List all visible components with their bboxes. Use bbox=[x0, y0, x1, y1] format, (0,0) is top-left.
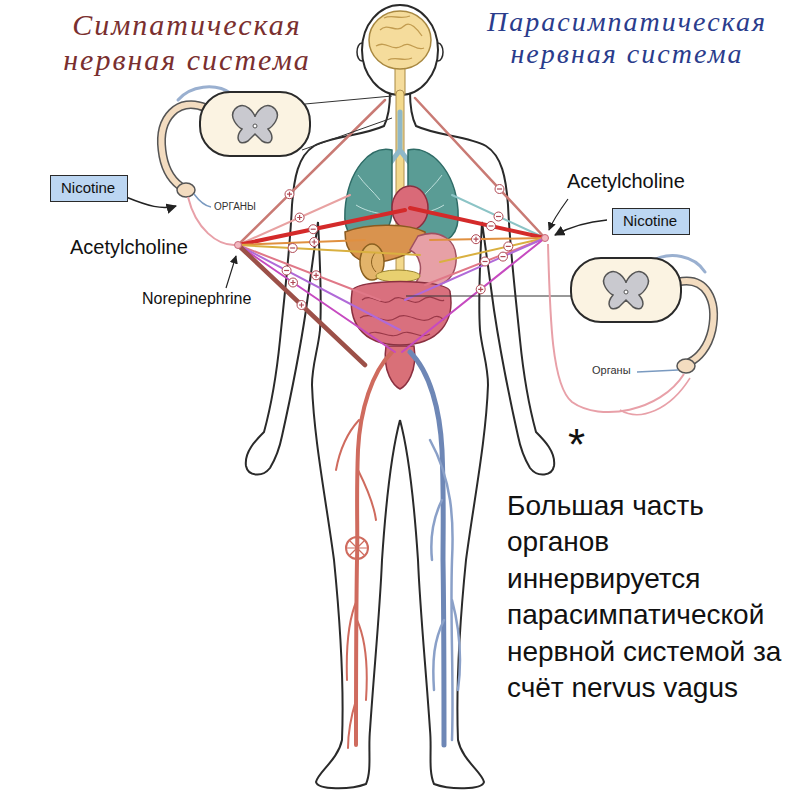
nerve-line bbox=[452, 195, 545, 238]
pancreas bbox=[376, 270, 420, 282]
parasympathetic-nerves bbox=[402, 98, 545, 352]
inhibitory-sign bbox=[487, 222, 496, 231]
excitatory-sign bbox=[310, 238, 319, 247]
organ-fiber bbox=[637, 370, 678, 372]
preganglionic-fiber bbox=[548, 244, 684, 412]
nerve-line bbox=[430, 238, 545, 240]
nerve-line bbox=[402, 238, 545, 352]
drug-box: Nicotine bbox=[612, 208, 690, 235]
leg-vein bbox=[410, 352, 444, 745]
neurotransmitter-label: Acetylcholine bbox=[565, 170, 687, 193]
excitatory-sign bbox=[472, 235, 481, 244]
nerve-line bbox=[238, 210, 405, 245]
box-label: Nicotine bbox=[61, 179, 117, 197]
head bbox=[362, 5, 438, 95]
spinal-cross-section bbox=[200, 92, 310, 156]
nerve-line bbox=[238, 245, 365, 365]
excitatory-sign bbox=[295, 213, 304, 222]
nerve-line bbox=[405, 238, 545, 300]
excitatory-sign bbox=[297, 301, 306, 310]
pointer-arrow bbox=[555, 220, 607, 235]
neurotransmitter-label: Acetylcholine bbox=[68, 236, 190, 259]
inhibitory-sign bbox=[504, 242, 513, 251]
system-title: Парасимпатическая нервная система bbox=[462, 6, 792, 70]
inhibitory-sign bbox=[494, 212, 503, 221]
knee-network bbox=[346, 537, 368, 559]
note-text: Большая часть органов иннервируется пара… bbox=[505, 488, 790, 706]
nerve-root-outline bbox=[678, 281, 714, 362]
drug-box: Nicotine bbox=[50, 175, 128, 202]
brain bbox=[369, 11, 431, 69]
nerve-line bbox=[238, 245, 380, 300]
knee-network-spokes bbox=[346, 537, 368, 559]
inhibitory-sign bbox=[288, 244, 297, 253]
inhibitory-sign bbox=[481, 257, 490, 266]
asterisk: * bbox=[568, 420, 585, 471]
synapse-bulb bbox=[235, 242, 242, 249]
nerve-root bbox=[161, 105, 206, 186]
preganglionic-fiber bbox=[620, 378, 690, 415]
artery-branches bbox=[336, 420, 376, 748]
nerve-line bbox=[415, 98, 545, 238]
nerve-line bbox=[238, 245, 400, 330]
nerve-line bbox=[238, 245, 420, 255]
nerve-line bbox=[410, 208, 545, 238]
nerve-line bbox=[238, 245, 395, 352]
inhibitory-sign bbox=[499, 252, 508, 261]
zoom-line bbox=[302, 96, 392, 150]
ganglion bbox=[677, 359, 695, 373]
zoom-line bbox=[406, 296, 571, 297]
organ-label: Органы bbox=[592, 364, 631, 377]
pointer-arrow bbox=[226, 256, 236, 288]
box-label: Nicotine bbox=[623, 212, 679, 230]
spinal-cross-section bbox=[571, 258, 681, 322]
inhibitory-sign bbox=[495, 185, 504, 194]
excitatory-sign bbox=[476, 285, 485, 294]
inhibitory-sign bbox=[309, 225, 318, 234]
excitatory-sign bbox=[285, 190, 294, 199]
vein-branches bbox=[430, 440, 460, 740]
neurotransmitter-label: Norepinephrine bbox=[140, 290, 253, 308]
inhibitory-sign bbox=[282, 266, 291, 275]
organ-fiber bbox=[194, 194, 211, 207]
nerve-root bbox=[678, 281, 714, 362]
nerve-line bbox=[238, 240, 365, 245]
kidney-pelvis bbox=[372, 252, 377, 272]
excitatory-sign bbox=[312, 271, 321, 280]
ganglion bbox=[177, 183, 195, 197]
nerve-root-outline bbox=[161, 105, 206, 186]
excitatory-sign bbox=[289, 278, 298, 287]
pointer-arrow bbox=[126, 197, 176, 208]
pointer-arrow bbox=[549, 199, 568, 230]
system-title: Симпатическая нервная система bbox=[22, 8, 352, 77]
synapse-bulb bbox=[542, 235, 549, 242]
brain-gyri bbox=[376, 16, 424, 60]
organ-label: ОРГАНЫ bbox=[214, 201, 256, 213]
